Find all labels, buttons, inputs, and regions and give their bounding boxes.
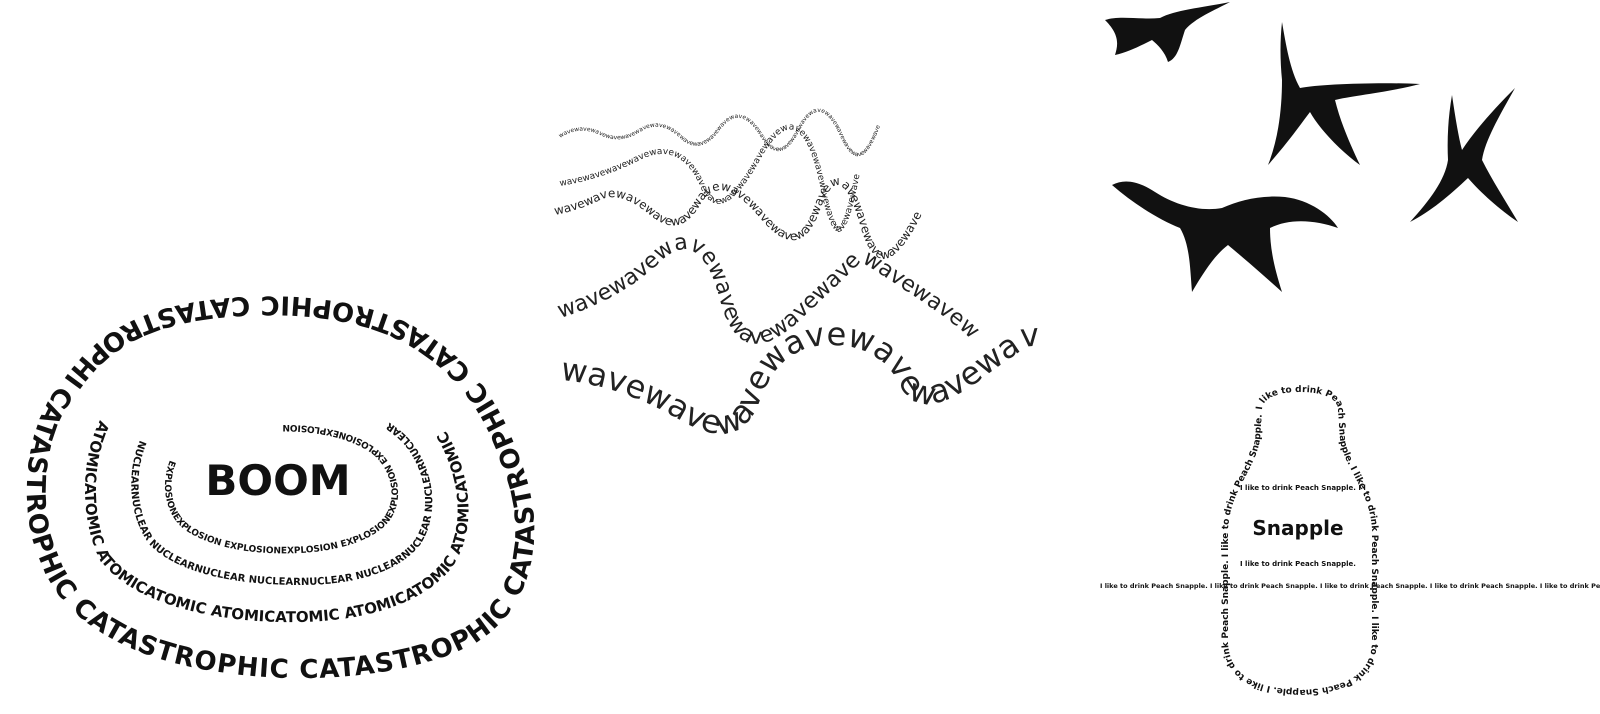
boom-center-word: BOOM [205,456,350,505]
bottle-outline-text: I like to drink Peach Snapple. I like to… [0,0,1379,697]
wave-line-3: wavewavewavewavewavewavewavewavewavewave… [553,174,925,263]
explosion-typography: CATASTROPHIC CATASTROPHIC CATASTROPHIC C… [0,0,540,685]
pterodactyl-flock [1105,2,1518,292]
pterodactyl-silhouette-icon [1105,2,1230,62]
pterodactyl-silhouette-icon [1268,22,1420,165]
bottle-label-band-mid: I like to drink Peach Snapple. I like to… [0,0,1356,568]
pterodactyl-silhouette-icon [1112,181,1338,292]
wave-line-1: wavewavewavewavewavewavewavewavewavewave… [558,107,882,159]
wave-typography: wavewavewavewavewavewavewavewavewavewave… [0,0,1041,443]
pterodactyl-silhouette-icon [1410,88,1518,222]
wave-line-5: wavewavewavewavewavewavewave [0,0,1041,443]
snapple-label: Snapple [1252,516,1343,540]
